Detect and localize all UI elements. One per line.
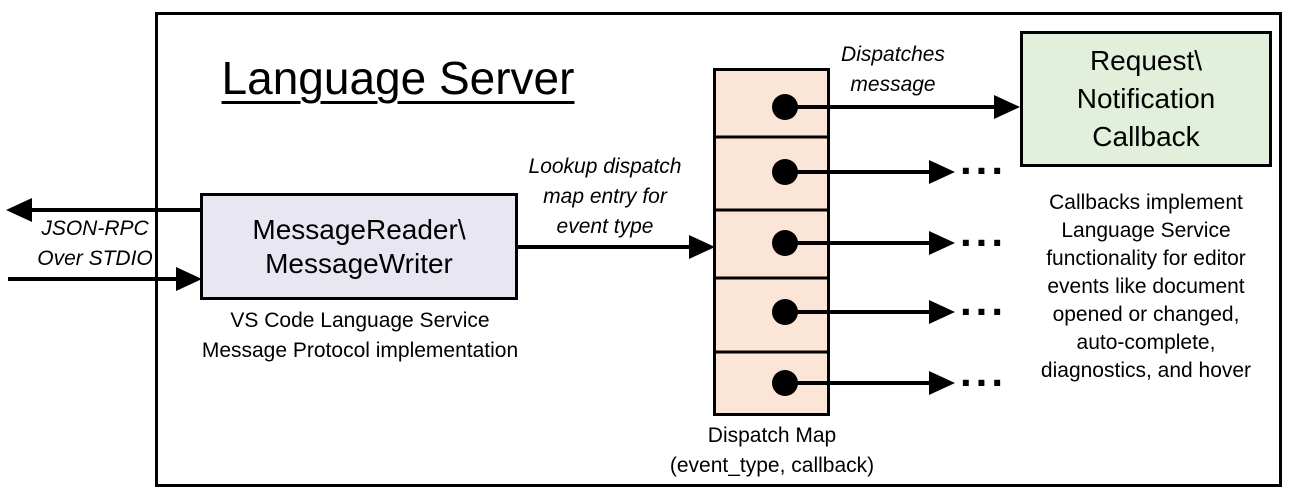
ellipsis-row-3: ...	[960, 208, 1008, 255]
message-reader-writer-box: MessageReader\ MessageWriter	[200, 193, 518, 300]
dispatches-message-label: Dispatches message	[841, 43, 945, 96]
ellipsis-row-5: ...	[960, 348, 1008, 395]
ellipsis-row-4: ...	[960, 277, 1008, 324]
lookup-arrow-label: Lookup dispatch map entry for event type	[528, 155, 682, 238]
dispatch-map-caption: Dispatch Map (event_type, callback)	[669, 424, 875, 477]
diagram-title: Language Server	[221, 52, 575, 104]
dispatch-map-box	[713, 68, 830, 416]
reader-box-caption: VS Code Language Service Message Protoco…	[201, 309, 519, 362]
ellipsis-row-2: ...	[960, 136, 1008, 183]
request-notification-callback-box: Request\ Notification Callback	[1020, 31, 1272, 167]
json-rpc-stdio-label: JSON-RPC Over STDIO	[37, 217, 153, 270]
callback-note: Callbacks implement Language Service fun…	[1040, 191, 1252, 382]
